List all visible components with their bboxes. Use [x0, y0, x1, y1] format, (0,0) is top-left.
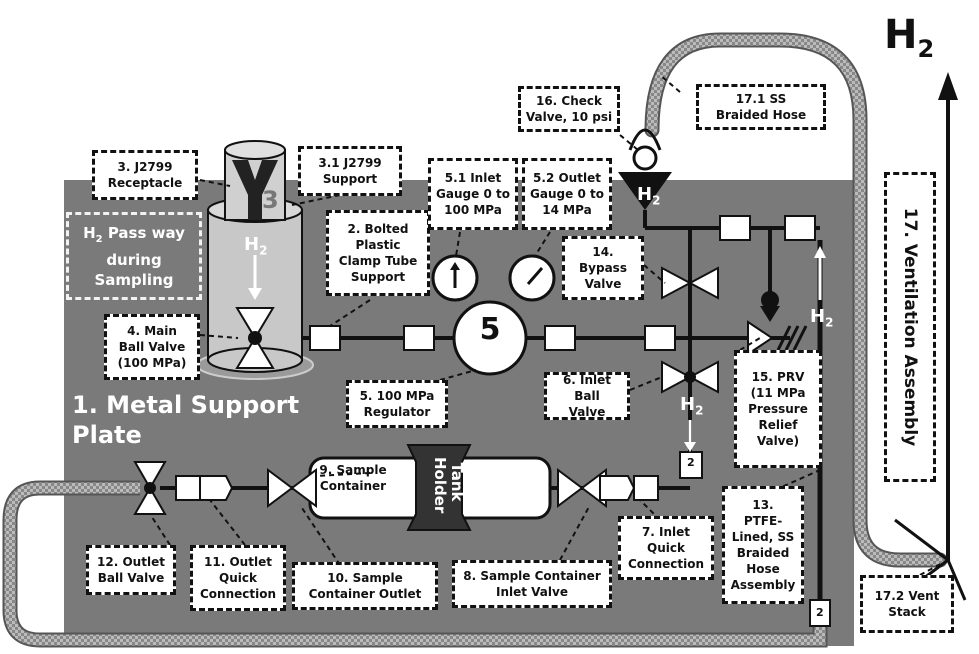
label-main-ball-valve: 4. Main Ball Valve (100 MPa) [104, 314, 200, 380]
label-regulator: 5. 100 MPa Regulator [346, 380, 448, 428]
plate-title: 1. Metal Support Plate [72, 391, 300, 449]
container-outlet-valve [267, 468, 317, 508]
label-container-inlet-valve: 8. Sample Container Inlet Valve [452, 560, 612, 608]
tank-holder-label: Tank Holder [431, 457, 466, 514]
label-outlet-ball-valve: 12. Outlet Ball Valve [86, 545, 176, 595]
h2-vent-title: H2 [884, 12, 935, 63]
label-h2-pass-way: H2 Pass way during Sampling [66, 212, 202, 300]
fitting-number-vent: 2 [816, 606, 824, 619]
outlet-gauge [508, 254, 556, 302]
fitting-number-inlet: 2 [687, 456, 695, 469]
label-inlet-gauge: 5.1 Inlet Gauge 0 to 100 MPa [428, 158, 518, 230]
label-check-valve: 16. Check Valve, 10 psi [518, 86, 620, 132]
label-prv: 15. PRV (11 MPa Pressure Relief Valve) [734, 350, 822, 468]
outlet-braided-hose [2, 480, 828, 648]
ventilation-assembly-label: 17. Ventilation Assembly [884, 172, 936, 482]
inlet-gauge [431, 254, 479, 302]
regulator-number: 5 [479, 312, 501, 347]
label-inlet-quick: 7. Inlet Quick Connection [618, 516, 714, 580]
label-j2799-support: 3.1 J2799 Support [298, 146, 402, 196]
h2-flow-arrow-inlet [684, 420, 696, 452]
tube-fittings [309, 215, 831, 627]
h2-marker-inlet: H2 [680, 394, 704, 418]
label-container-outlet: 10. Sample Container Outlet [292, 562, 438, 610]
regulator-body [452, 300, 528, 376]
h2-marker-check-valve: H2 [637, 184, 661, 208]
prv-vent-hatch [776, 325, 808, 351]
h2-marker-prv: H2 [810, 306, 834, 330]
label-receptacle: 3. J2799 Receptacle [92, 150, 198, 200]
label-vent-stack: 17.2 Vent Stack [860, 575, 954, 633]
tank-holder [406, 444, 472, 531]
label-bypass-valve: 14. Bypass Valve [562, 236, 644, 300]
label-inlet-ball-valve: 6. Inlet Ball Valve [544, 372, 630, 420]
label-outlet-gauge: 5.2 Outlet Gauge 0 to 14 MPa [522, 158, 612, 230]
label-braided-hose: 17.1 SS Braided Hose [696, 84, 826, 130]
h2-flow-arrow-down [248, 255, 262, 300]
bypass-valve [661, 266, 719, 300]
braided-hose-top [644, 32, 948, 568]
label-clamp-support: 2. Bolted Plastic Clamp Tube Support [326, 210, 430, 296]
h2-flow-arrow-up [814, 246, 826, 300]
inlet-quick-connection [599, 475, 659, 501]
inlet-ball-valve [661, 360, 719, 394]
label-ptfe-hose: 13. PTFE- Lined, SS Braided Hose Assembl… [722, 486, 804, 604]
receptacle-number: 3 [262, 186, 279, 214]
h2-marker-receptacle: H2 [244, 234, 268, 258]
label-sample-container: 9. Sample Container [319, 463, 387, 493]
label-outlet-quick: 11. Outlet Quick Connection [190, 545, 286, 611]
main-ball-valve [235, 307, 275, 369]
prv-valve [747, 291, 780, 356]
j2799-receptacle [232, 160, 278, 220]
check-valve [618, 128, 672, 228]
outlet-quick-connection [175, 475, 234, 501]
outlet-ball-valve [133, 461, 167, 515]
